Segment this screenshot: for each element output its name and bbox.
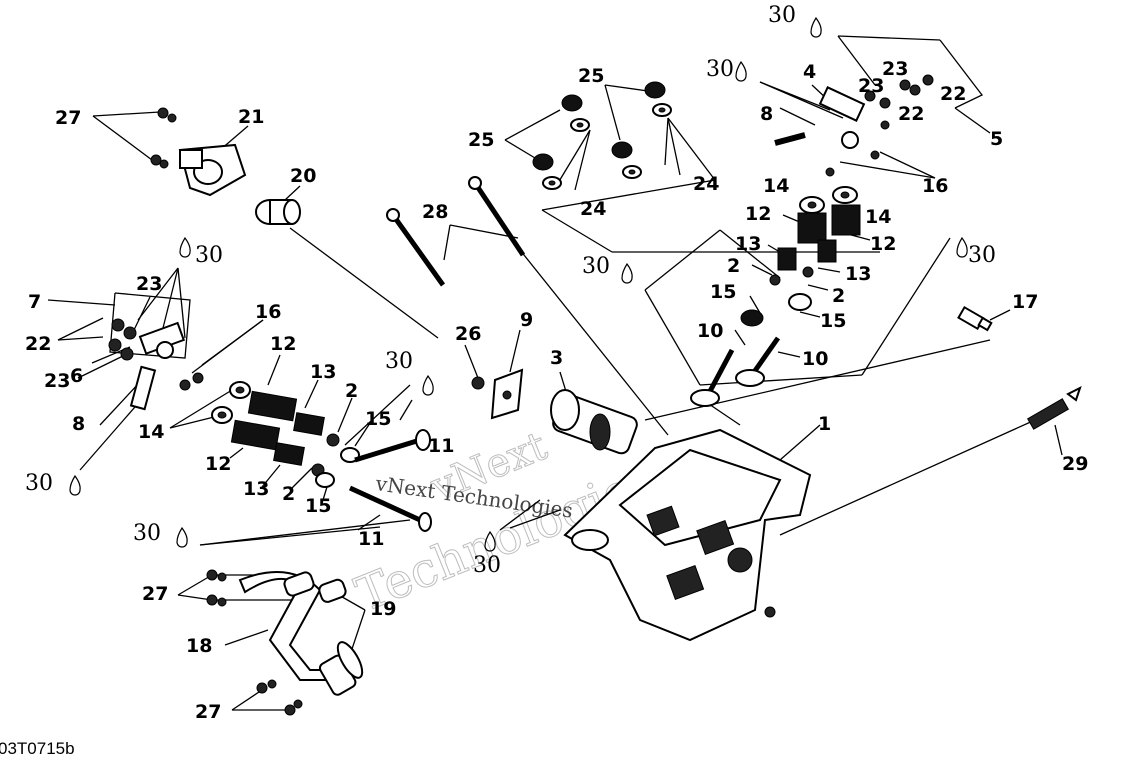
callout-2: 2 [727,255,740,277]
callout-27: 27 [195,701,221,723]
callout-17: 17 [1012,291,1038,313]
callout-21: 21 [238,106,264,128]
droplet-icon [956,236,968,258]
callout-12: 12 [205,453,231,475]
callout-25: 25 [468,129,494,151]
droplet-icon [735,60,747,82]
droplet-icon [422,374,434,396]
callout-27: 27 [55,107,81,129]
callout-30: 30 [385,349,413,374]
callout-22: 22 [940,83,966,105]
callout-30: 30 [968,243,996,268]
droplet-icon [176,526,188,548]
callout-23: 23 [44,370,70,392]
callout-3: 3 [550,347,563,369]
droplet-icon [69,474,81,496]
droplet-icon [179,236,191,258]
camshaft-part [550,389,638,455]
callout-19: 19 [370,598,396,620]
callout-1: 1 [818,413,831,435]
callout-10: 10 [697,320,723,342]
droplet-icons [69,16,968,552]
callout-29: 29 [1062,453,1088,475]
callout-25: 25 [578,65,604,87]
callout-5: 5 [990,128,1003,150]
callout-15: 15 [710,281,736,303]
callout-30: 30 [195,243,223,268]
callout-12: 12 [745,203,771,225]
callout-30: 30 [473,553,501,578]
callout-14: 14 [865,206,891,228]
callout-15: 15 [305,495,331,517]
thermostat-housing-part [178,143,247,197]
callout-2: 2 [282,483,295,505]
diagram-reference-code: 03T0715b [0,739,75,757]
callout-12: 12 [870,233,896,255]
droplet-icon [621,262,633,284]
callout-14: 14 [763,175,789,197]
callout-13: 13 [845,263,871,285]
callout-23: 23 [882,58,908,80]
callout-22: 22 [25,333,51,355]
callout-2: 2 [345,380,358,402]
callout-15: 15 [820,310,846,332]
callout-7: 7 [28,291,41,313]
callout-10: 10 [802,348,828,370]
callout-18: 18 [186,635,212,657]
callout-14: 14 [138,421,164,443]
callout-8: 8 [760,103,773,125]
callout-24: 24 [693,173,719,195]
droplet-icon [484,530,496,552]
thermostat-part [255,199,301,225]
callout-26: 26 [455,323,481,345]
callout-30: 30 [706,57,734,82]
callout-2: 2 [832,285,845,307]
callout-13: 13 [310,361,336,383]
callout-28: 28 [422,201,448,223]
callout-9: 9 [520,309,533,331]
callout-13: 13 [243,478,269,500]
callout-16: 16 [922,175,948,197]
callout-6: 6 [70,365,83,387]
callout-23: 23 [858,75,884,97]
leader-lines [47,35,1063,711]
callout-30: 30 [768,3,796,28]
callout-27: 27 [142,583,168,605]
callout-30: 30 [25,471,53,496]
callout-30: 30 [582,254,610,279]
callout-11: 11 [428,435,454,457]
callout-23: 23 [136,273,162,295]
callout-13: 13 [735,233,761,255]
droplet-icon [810,16,822,38]
callout-30: 30 [133,521,161,546]
cylinder-head-part [563,428,812,642]
callout-20: 20 [290,165,316,187]
callout-12: 12 [270,333,296,355]
callout-22: 22 [898,103,924,125]
callout-24: 24 [580,198,606,220]
parts [108,74,1082,716]
callout-16: 16 [255,301,281,323]
callout-labels: 1 2 2 2 2 3 4 5 6 7 8 8 9 10 10 11 11 12… [25,3,1088,723]
callout-8: 8 [72,413,85,435]
callout-4: 4 [803,61,816,83]
callout-11: 11 [358,528,384,550]
callout-15: 15 [365,408,391,430]
